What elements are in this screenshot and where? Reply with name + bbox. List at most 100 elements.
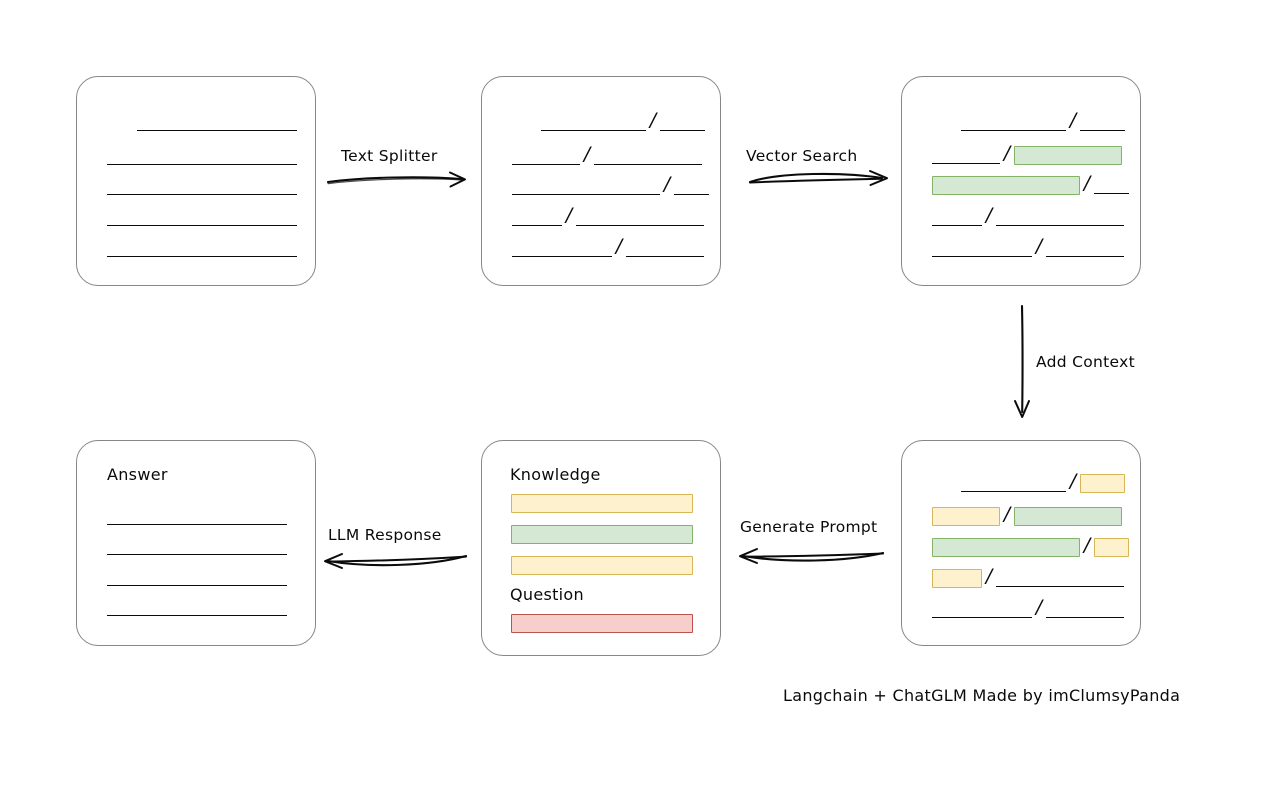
split-marker: / xyxy=(583,142,591,165)
diagram-caption: Langchain + ChatGLM Made by imClumsyPand… xyxy=(783,686,1181,705)
answer-line xyxy=(107,507,287,525)
question-bar xyxy=(511,614,693,633)
split-marker: / xyxy=(1035,595,1043,618)
doc-line xyxy=(107,177,297,195)
doc-line xyxy=(107,147,297,165)
text-rule xyxy=(107,240,297,257)
chunk-line: / xyxy=(932,171,1129,195)
text-rule xyxy=(541,114,646,131)
chunk-line: / xyxy=(932,108,1125,131)
chunk-line: / xyxy=(512,108,705,131)
text-rule xyxy=(1046,601,1124,618)
edge-label-vector-search: Vector Search xyxy=(746,147,858,165)
knowledge-section-label: Knowledge xyxy=(510,465,601,484)
node-answer[interactable]: Answer xyxy=(76,440,316,646)
knowledge-bar xyxy=(511,556,693,575)
text-rule xyxy=(961,475,1066,492)
source-document-rows xyxy=(77,77,315,285)
prompt-contents: Knowledge Question xyxy=(482,441,720,655)
chunk-line: / xyxy=(932,141,1122,165)
text-rule xyxy=(137,114,297,131)
text-rule xyxy=(996,570,1124,587)
arrow-text-splitter xyxy=(326,171,466,188)
answer-line xyxy=(107,568,287,586)
text-rule xyxy=(107,569,287,586)
text-rule xyxy=(107,599,287,616)
text-rule xyxy=(512,240,612,257)
retrieved-chunk-highlight xyxy=(932,537,1080,557)
split-marker: / xyxy=(1069,469,1077,492)
knowledge-bar xyxy=(511,494,693,513)
context-chunk-highlight xyxy=(932,568,982,588)
split-marker: / xyxy=(1069,108,1077,131)
text-rule xyxy=(107,508,287,525)
split-marker: / xyxy=(663,172,671,195)
context-added-rows: / / / / / xyxy=(902,441,1140,645)
split-marker: / xyxy=(615,234,623,257)
arrow-generate-prompt xyxy=(739,548,885,564)
text-rule xyxy=(626,240,704,257)
text-rule xyxy=(107,178,297,195)
split-marker: / xyxy=(649,108,657,131)
split-marker: / xyxy=(1035,234,1043,257)
text-rule xyxy=(660,114,705,131)
retrieved-chunk-highlight xyxy=(1014,506,1122,526)
text-rule xyxy=(107,538,287,555)
chunk-line: / xyxy=(932,533,1129,557)
chunk-line: / xyxy=(512,203,704,226)
text-rule xyxy=(1094,177,1129,194)
text-rule xyxy=(1046,240,1124,257)
text-rule xyxy=(932,240,1032,257)
chunk-line: / xyxy=(932,234,1124,257)
arrow-vector-search xyxy=(748,170,888,186)
chunk-line: / xyxy=(512,142,702,165)
retrieved-chunk-highlight xyxy=(1014,145,1122,165)
chunk-line: / xyxy=(932,564,1124,588)
arrow-add-context xyxy=(1014,304,1030,418)
text-rule xyxy=(512,209,562,226)
doc-line xyxy=(107,113,297,131)
doc-line xyxy=(107,239,297,257)
text-rule xyxy=(996,209,1124,226)
chunk-line: / xyxy=(932,203,1124,226)
split-marker: / xyxy=(985,564,993,587)
node-source-document[interactable] xyxy=(76,76,316,286)
edge-label-add-context: Add Context xyxy=(1036,353,1135,371)
text-rule xyxy=(674,178,709,195)
text-rule xyxy=(512,178,660,195)
context-chunk-highlight xyxy=(1094,537,1129,557)
chunk-line: / xyxy=(932,595,1124,618)
text-rule xyxy=(932,601,1032,618)
text-rule xyxy=(107,209,297,226)
vector-matched-rows: / / / / / xyxy=(902,77,1140,285)
text-rule xyxy=(932,147,1000,164)
chunk-line: / xyxy=(512,234,704,257)
split-marker: / xyxy=(1083,171,1091,194)
answer-label: Answer xyxy=(107,465,168,484)
split-marker: / xyxy=(1003,141,1011,164)
split-chunks-rows: / / / / / xyxy=(482,77,720,285)
text-rule xyxy=(1080,114,1125,131)
text-rule xyxy=(512,148,580,165)
split-marker: / xyxy=(1083,533,1091,556)
question-section-label: Question xyxy=(510,585,584,604)
text-rule xyxy=(594,148,702,165)
edge-label-llm-response: LLM Response xyxy=(328,526,442,544)
chunk-line: / xyxy=(932,504,1122,526)
text-rule xyxy=(961,114,1066,131)
chunk-line: / xyxy=(512,172,709,195)
edge-label-generate-prompt: Generate Prompt xyxy=(740,518,878,536)
context-chunk-highlight xyxy=(1080,473,1125,493)
node-split-chunks[interactable]: / / / / / xyxy=(481,76,721,286)
node-context-added-chunks[interactable]: / / / / / xyxy=(901,440,1141,646)
context-chunk-highlight xyxy=(932,506,1000,526)
node-vector-matched-chunks[interactable]: / / / / / xyxy=(901,76,1141,286)
split-marker: / xyxy=(565,203,573,226)
answer-line xyxy=(107,537,287,555)
text-rule xyxy=(576,209,704,226)
text-rule xyxy=(107,148,297,165)
chunk-line: / xyxy=(932,469,1125,493)
node-prompt[interactable]: Knowledge Question xyxy=(481,440,721,656)
split-marker: / xyxy=(985,203,993,226)
